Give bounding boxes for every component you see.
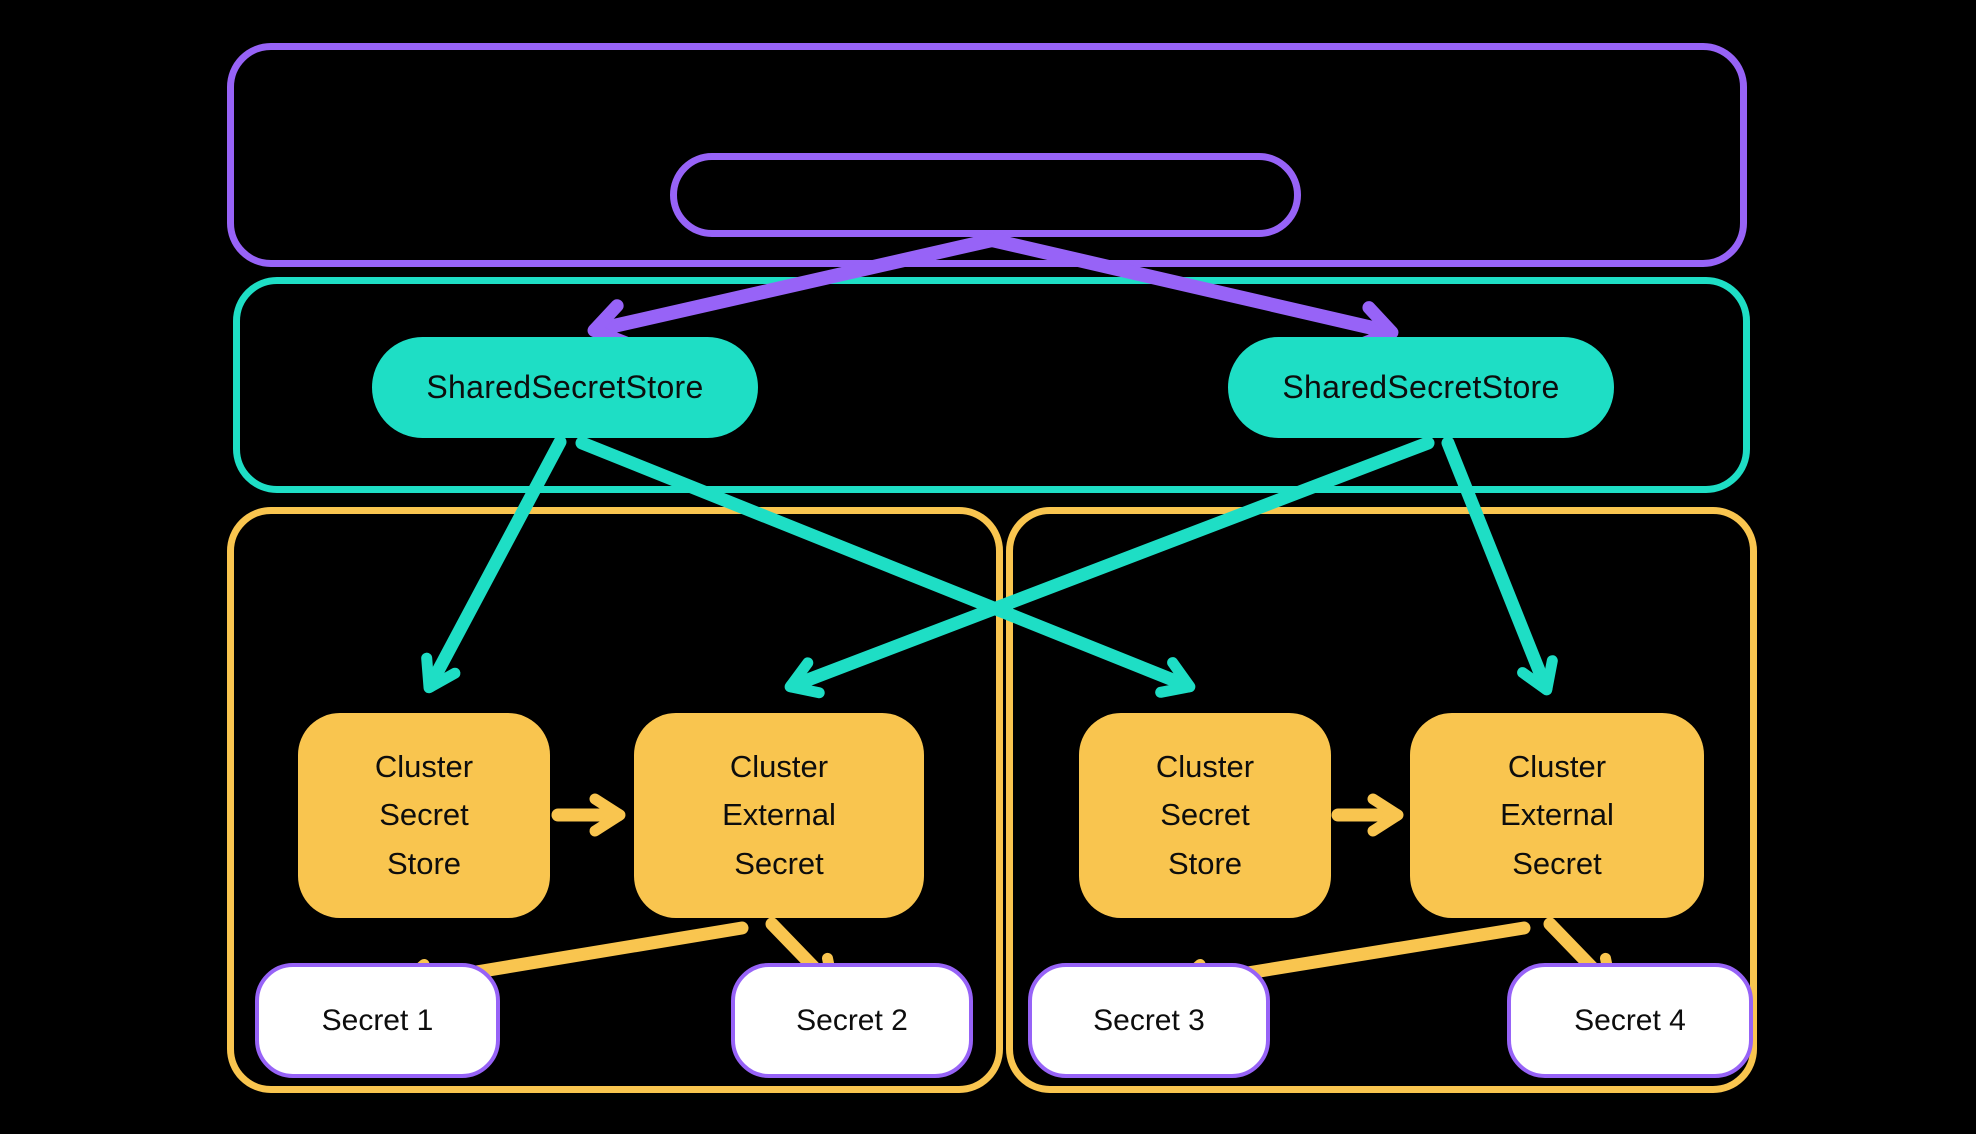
cluster2-secret-4-label: Secret 4 xyxy=(1574,1003,1686,1037)
cluster2-external-secret-label: Cluster External Secret xyxy=(1500,749,1614,881)
cluster1-secret-1-label: Secret 1 xyxy=(321,1003,434,1037)
cluster2-secret-3: Secret 3 xyxy=(1028,963,1270,1078)
cluster2-secret-store-label: Cluster Secret Store xyxy=(1155,749,1255,881)
cluster1-secret-store-label: Cluster Secret Store xyxy=(374,749,474,881)
cluster1-secret-2: Secret 2 xyxy=(731,963,973,1078)
cluster2-secret-4: Secret 4 xyxy=(1507,963,1753,1078)
cluster2-secret-3-label: Secret 3 xyxy=(1093,1003,1205,1037)
shared-secret-store-right: SharedSecretStore xyxy=(1228,337,1614,438)
cluster1-secret-store: Cluster Secret Store xyxy=(298,713,550,918)
shared-secret-store-right-label: SharedSecretStore xyxy=(1282,369,1560,405)
top-inner-pill-outline xyxy=(670,153,1301,237)
cluster2-external-secret: Cluster External Secret xyxy=(1410,713,1704,918)
shared-secret-store-left: SharedSecretStore xyxy=(372,337,758,438)
cluster1-external-secret-label: Cluster External Secret xyxy=(722,749,836,881)
cluster1-secret-2-label: Secret 2 xyxy=(796,1003,908,1037)
cluster1-external-secret: Cluster External Secret xyxy=(634,713,924,918)
shared-secret-store-left-label: SharedSecretStore xyxy=(426,369,704,405)
cluster2-secret-store: Cluster Secret Store xyxy=(1079,713,1331,918)
cluster1-secret-1: Secret 1 xyxy=(255,963,500,1078)
